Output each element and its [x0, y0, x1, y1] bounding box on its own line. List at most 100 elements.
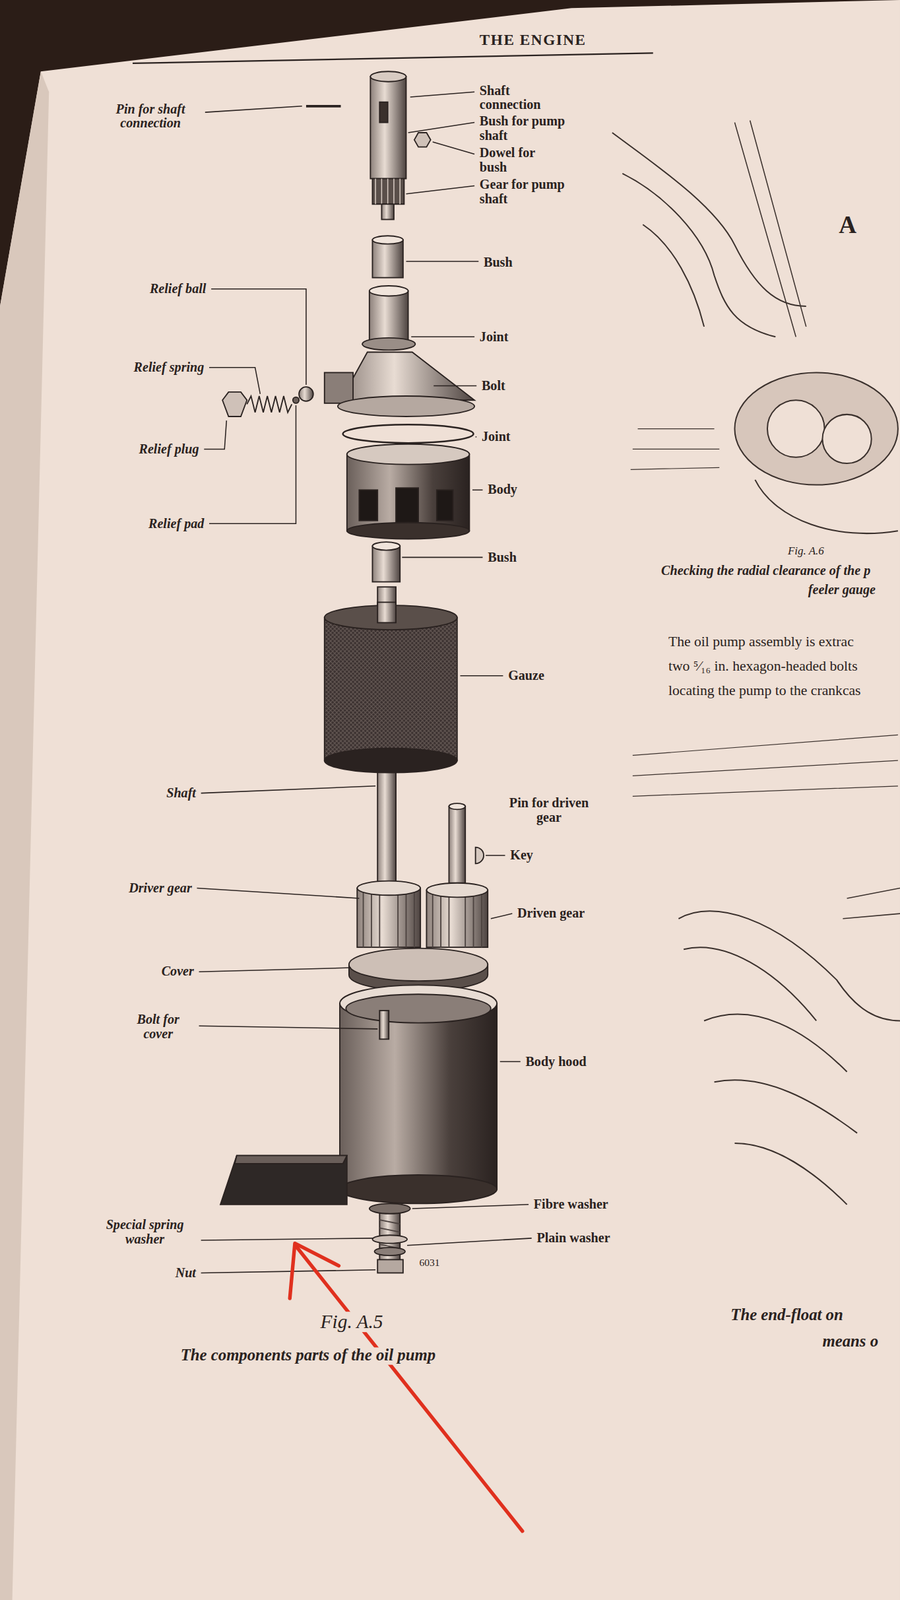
pump-exploded-view-part: [347, 453, 470, 531]
hand-sketches-part: [678, 910, 900, 1021]
hand-sketches-part: [734, 120, 806, 337]
pump-exploded-view-part: [377, 601, 396, 623]
part-label: Body hood: [525, 1054, 586, 1069]
pump-exploded-view-part: [306, 104, 342, 108]
part-label: Shaft connection: [479, 83, 572, 112]
pump-exploded-view-part: [324, 748, 458, 773]
part-label: Relief spring: [133, 360, 205, 375]
leader-lines-part: [410, 91, 475, 97]
pump-exploded-view-part: [372, 541, 400, 550]
pump-exploded-view-part: [369, 285, 409, 296]
section-letter: A: [838, 212, 857, 239]
pump-exploded-view-part: [374, 1247, 406, 1255]
hand-sketches-part: [683, 946, 817, 1021]
leader-lines-part: [406, 185, 476, 194]
pump-exploded-view-part: [372, 239, 403, 278]
pump-exploded-view-part: [377, 1258, 404, 1273]
leader-lines-part: [209, 367, 260, 394]
hand-sketches: [612, 120, 900, 1204]
pump-exploded-view-part: [339, 1174, 497, 1203]
pump-exploded-view-part: [246, 395, 292, 413]
pump-exploded-view-part: [324, 372, 354, 403]
part-label: Gear for pump shaft: [479, 177, 572, 206]
leader-lines-part: [205, 106, 303, 113]
leader-lines-part: [432, 141, 475, 155]
leader-lines-part: [472, 489, 483, 491]
pump-exploded-view-part: [414, 132, 431, 148]
part-label: Dowel for bush: [479, 145, 562, 174]
leader-lines-part: [209, 405, 296, 524]
pump-exploded-view: [220, 71, 497, 1273]
pump-exploded-view-part: [372, 178, 404, 205]
leader-lines-part: [201, 1269, 376, 1273]
part-label: Plain washer: [536, 1230, 610, 1245]
red-pen-arrow-part: [296, 1247, 523, 1531]
leader-lines-part: [201, 1237, 374, 1240]
leader-lines-part: [406, 260, 480, 262]
part-label: Body: [487, 482, 518, 497]
photo-background-part: [0, 71, 49, 1600]
figure-number: 6031: [419, 1256, 441, 1268]
pump-exploded-view-part: [347, 444, 470, 465]
part-label: Pin for driven gear: [508, 795, 590, 824]
pump-exploded-view-part: [448, 803, 466, 809]
pump-exploded-view-part: [369, 1202, 411, 1213]
part-label: Gauze: [508, 668, 545, 683]
hand-sketches-part: [714, 1079, 858, 1133]
leader-lines-part: [199, 1025, 379, 1029]
leader-lines-part: [196, 887, 359, 898]
body-text: means o: [822, 1332, 879, 1350]
pump-exploded-view-part-part: [426, 890, 488, 948]
pump-exploded-view-part: [222, 391, 247, 417]
leader-lines-part: [433, 385, 477, 387]
pump-exploded-view-part: [379, 1219, 400, 1248]
pump-exploded-view-part: [324, 617, 458, 761]
pump-exploded-view-part: [339, 1002, 497, 1189]
hand-sketches-part: [630, 428, 720, 470]
hand-sketches-part: [767, 399, 825, 458]
hand-sketches-part: [842, 887, 900, 918]
leader-lines-part: [490, 913, 513, 919]
pump-exploded-view-part: [356, 880, 421, 896]
pump-exploded-view-part: [370, 71, 406, 82]
pump-exploded-view-part: [372, 235, 403, 244]
pump-exploded-view-part: [436, 489, 454, 520]
part-label: Bolt for cover: [122, 1012, 194, 1040]
part-label: Cover: [161, 964, 194, 978]
pump-exploded-view-part: [298, 386, 314, 402]
running-header: THE ENGINE: [479, 32, 587, 49]
figure-label: Fig. A.5: [318, 1311, 386, 1332]
pump-exploded-view-part: [372, 545, 400, 582]
pump-exploded-view-part: [375, 178, 400, 205]
part-label: Joint: [479, 329, 509, 344]
header-rule-part: [132, 52, 654, 63]
body-text: Fig. A.6: [787, 545, 825, 557]
pump-exploded-view-part: [220, 1155, 348, 1205]
pump-exploded-view-part: [347, 522, 470, 540]
pump-exploded-view-part: [381, 203, 394, 220]
body-text: two ⁵⁄₁₆ in. hexagon-headed bolts: [668, 659, 858, 675]
figure-caption: The components parts of the oil pump: [178, 1346, 438, 1364]
leader-lines-part: [199, 967, 352, 972]
part-label: Shaft: [166, 785, 196, 800]
pump-exploded-view-part: [337, 395, 475, 417]
pump-exploded-view-part: [379, 1010, 389, 1039]
part-label: Special spring washer: [93, 1217, 196, 1246]
pump-exploded-view-part: [341, 352, 476, 401]
red-pen-arrow-part: [289, 1243, 339, 1299]
part-label: Relief pad: [148, 516, 204, 531]
body-text: The oil pump assembly is extrac: [668, 634, 854, 650]
pump-exploded-view-part: [448, 806, 466, 883]
body-text: feeler gauge: [808, 582, 876, 597]
part-label: Nut: [175, 1265, 196, 1280]
red-pen-arrow: [289, 1243, 523, 1531]
part-label: Driver gear: [128, 880, 192, 895]
hand-sketches-part: [642, 224, 705, 327]
leader-lines-part: [211, 289, 307, 385]
pump-exploded-view-part: [358, 489, 378, 520]
hand-sketches-part: [822, 414, 871, 464]
leader-lines-part: [401, 556, 483, 559]
